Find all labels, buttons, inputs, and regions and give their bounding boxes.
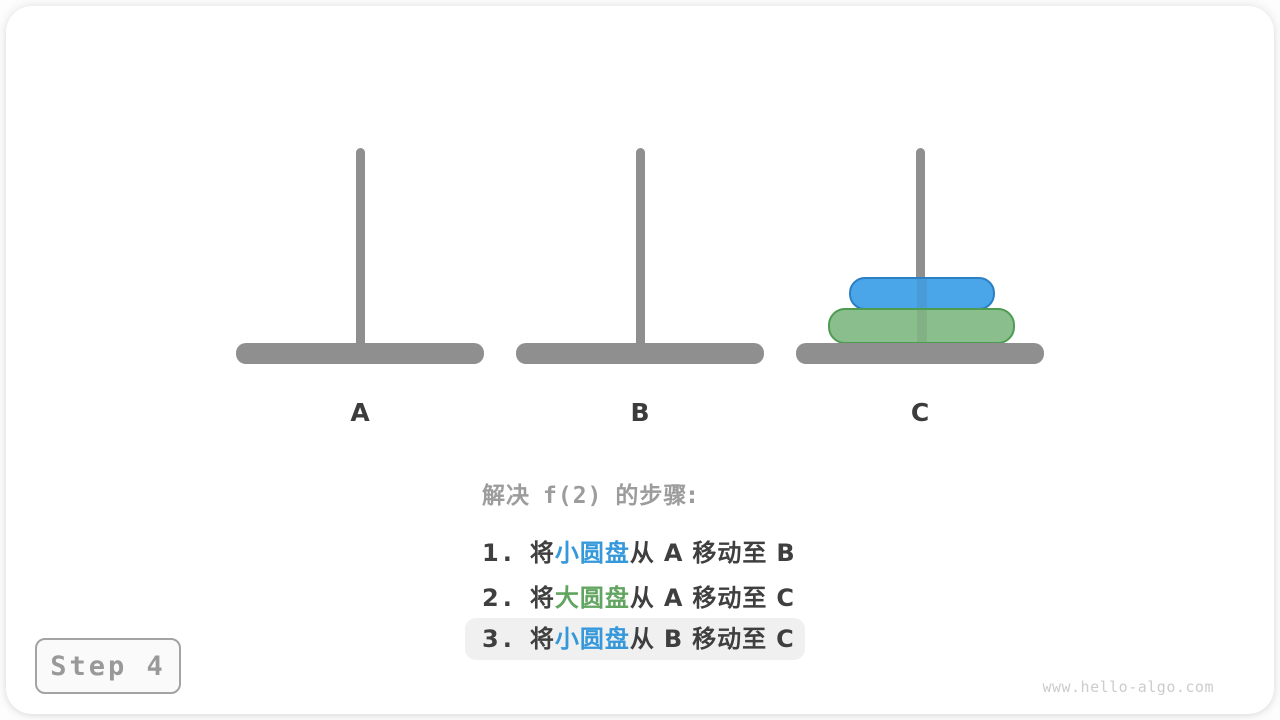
steps-heading-function: f(2) (543, 483, 603, 509)
small-blue-disk (849, 277, 995, 310)
step-3-text-from: 从 (629, 625, 655, 653)
site-watermark: www.hello-algo.com (1042, 678, 1214, 696)
peg-a-base (236, 343, 484, 364)
steps-heading-post: 的步骤: (615, 483, 698, 509)
peg-a-pole (356, 148, 365, 353)
step-3-number: 3. (482, 625, 516, 653)
step-3-from-peg: B (663, 625, 684, 653)
step-1-text-pre: 将 (529, 539, 555, 567)
step-1-disk-word: 小圆盘 (554, 539, 630, 567)
step-2-text-pre: 将 (529, 584, 555, 612)
step-1-text-from: 从 (629, 539, 655, 567)
peg-c-base (796, 343, 1044, 364)
step-counter-badge: Step 4 (35, 638, 181, 694)
step-2-to-peg: C (776, 584, 796, 612)
peg-c-pole (916, 148, 925, 353)
step-2-text-move: 移动至 (692, 584, 768, 612)
step-3-disk-word: 小圆盘 (554, 625, 630, 653)
step-counter-label: Step 4 (50, 650, 166, 682)
peg-b-label: B (630, 398, 650, 427)
step-1-to-peg: B (776, 539, 796, 567)
step-1-number: 1. (482, 539, 516, 567)
step-2-number: 2. (482, 584, 516, 612)
step-3-text-pre: 将 (529, 625, 555, 653)
step-2-from-peg: A (663, 584, 684, 612)
step-1-from-peg: A (663, 539, 684, 567)
step-3-text-move: 移动至 (692, 625, 768, 653)
peg-b-base (516, 343, 764, 364)
step-2-disk-word: 大圆盘 (554, 584, 630, 612)
steps-heading: 解决 f(2) 的步骤: (482, 476, 698, 510)
peg-a-label: A (350, 398, 370, 427)
steps-heading-pre: 解决 (482, 483, 530, 509)
step-2-text-from: 从 (629, 584, 655, 612)
step-3-to-peg: C (776, 625, 795, 653)
peg-b-pole (636, 148, 645, 353)
large-green-disk (828, 308, 1015, 344)
peg-c-label: C (910, 398, 930, 427)
step-1-text-move: 移动至 (692, 539, 768, 567)
current-step-highlight (465, 618, 805, 660)
